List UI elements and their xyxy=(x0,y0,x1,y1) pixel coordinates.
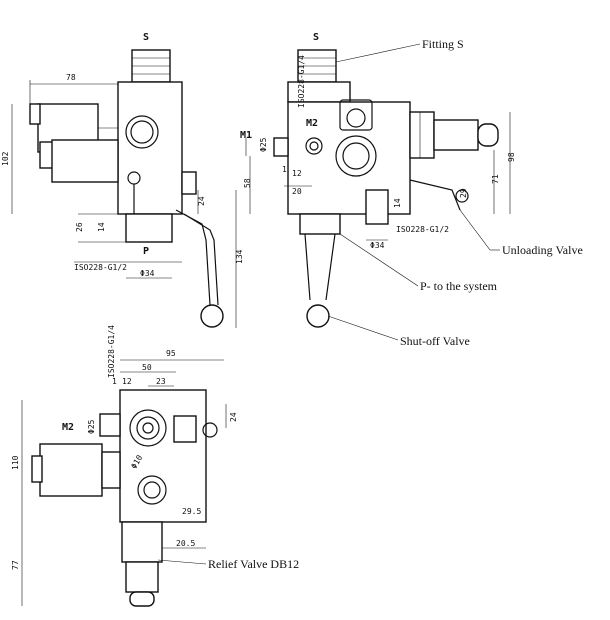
top-dim-95: 95 xyxy=(166,349,176,358)
callout-shutoff-valve: Shut-off Valve xyxy=(400,334,470,348)
top-valve-block xyxy=(119,389,207,523)
side-dim-58: 58 xyxy=(243,178,252,188)
top-dim-23: 23 xyxy=(156,377,166,386)
top-dim-24: 24 xyxy=(229,412,238,422)
side-dim-98: 98 xyxy=(507,152,516,162)
front-dim-134: 134 xyxy=(235,249,244,264)
front-shutoff-lever xyxy=(175,209,211,306)
front-dim-dia34: Φ34 xyxy=(140,269,155,278)
front-dim-height: 102 xyxy=(1,151,10,166)
top-dim-1: 1 xyxy=(112,377,117,386)
side-valve-block xyxy=(287,101,411,215)
side-dim-12: 12 xyxy=(292,169,302,178)
side-unloading-valve-body xyxy=(409,111,435,159)
side-shutoff-handle xyxy=(304,233,336,301)
side-dim-dia34: Φ34 xyxy=(370,241,385,250)
side-thread-g12: ISO228-G1/2 xyxy=(396,225,449,234)
side-dim-dia25: Φ25 xyxy=(259,137,268,152)
front-lever-knob xyxy=(200,304,224,328)
top-dim-20-5: 20.5 xyxy=(176,539,195,548)
top-dim-50: 50 xyxy=(142,363,152,372)
top-dim-110: 110 xyxy=(11,455,20,470)
front-dim-24: 24 xyxy=(197,196,206,206)
callouts: Fitting S Unloading Valve P- to the syst… xyxy=(157,37,583,571)
callout-relief-valve: Relief Valve DB12 xyxy=(208,557,299,571)
callout-unloading-valve: Unloading Valve xyxy=(502,243,583,257)
front-port-p-label: P xyxy=(143,246,149,257)
top-dim-77: 77 xyxy=(11,560,20,570)
side-handle-knob xyxy=(306,304,330,328)
top-view: M2 ISO228-G1/4 95 50 23 1 12 24 110 Φ25 xyxy=(11,325,238,607)
side-port-s-label: S xyxy=(313,32,319,43)
top-dim-12: 12 xyxy=(122,377,132,386)
front-port-s-label: S xyxy=(143,32,149,43)
side-m1-label: M1 xyxy=(240,130,252,141)
callout-p-system: P- to the system xyxy=(420,279,498,293)
top-m2-label: M2 xyxy=(62,422,74,433)
front-dim-26: 26 xyxy=(75,222,84,232)
front-thread-p: ISO228-G1/2 xyxy=(74,263,127,272)
top-relief-valve-body xyxy=(121,521,163,563)
top-dim-dia25: Φ25 xyxy=(87,419,96,434)
front-dim-width: 78 xyxy=(66,73,76,82)
side-dim-71: 71 xyxy=(491,174,500,184)
side-dim-1: 1 xyxy=(282,165,287,174)
side-dim-29: 29 xyxy=(459,188,468,198)
side-dim-14: 14 xyxy=(393,198,402,208)
front-port-p-block xyxy=(125,213,173,243)
front-dim-14: 14 xyxy=(97,222,106,232)
top-dim-29-5: 29.5 xyxy=(182,507,201,516)
callout-fitting-s: Fitting S xyxy=(422,37,464,51)
side-view: S M2 M1 ISO228-G1/4 ISO2 xyxy=(240,32,516,328)
top-thread-m: ISO228-G1/4 xyxy=(107,325,116,378)
side-m2-label: M2 xyxy=(306,118,318,129)
front-view: S P 78 102 26 14 xyxy=(1,32,244,328)
front-valve-block xyxy=(117,81,183,215)
side-dim-20: 20 xyxy=(292,187,302,196)
side-thread-m: ISO228-G1/4 xyxy=(297,55,306,108)
